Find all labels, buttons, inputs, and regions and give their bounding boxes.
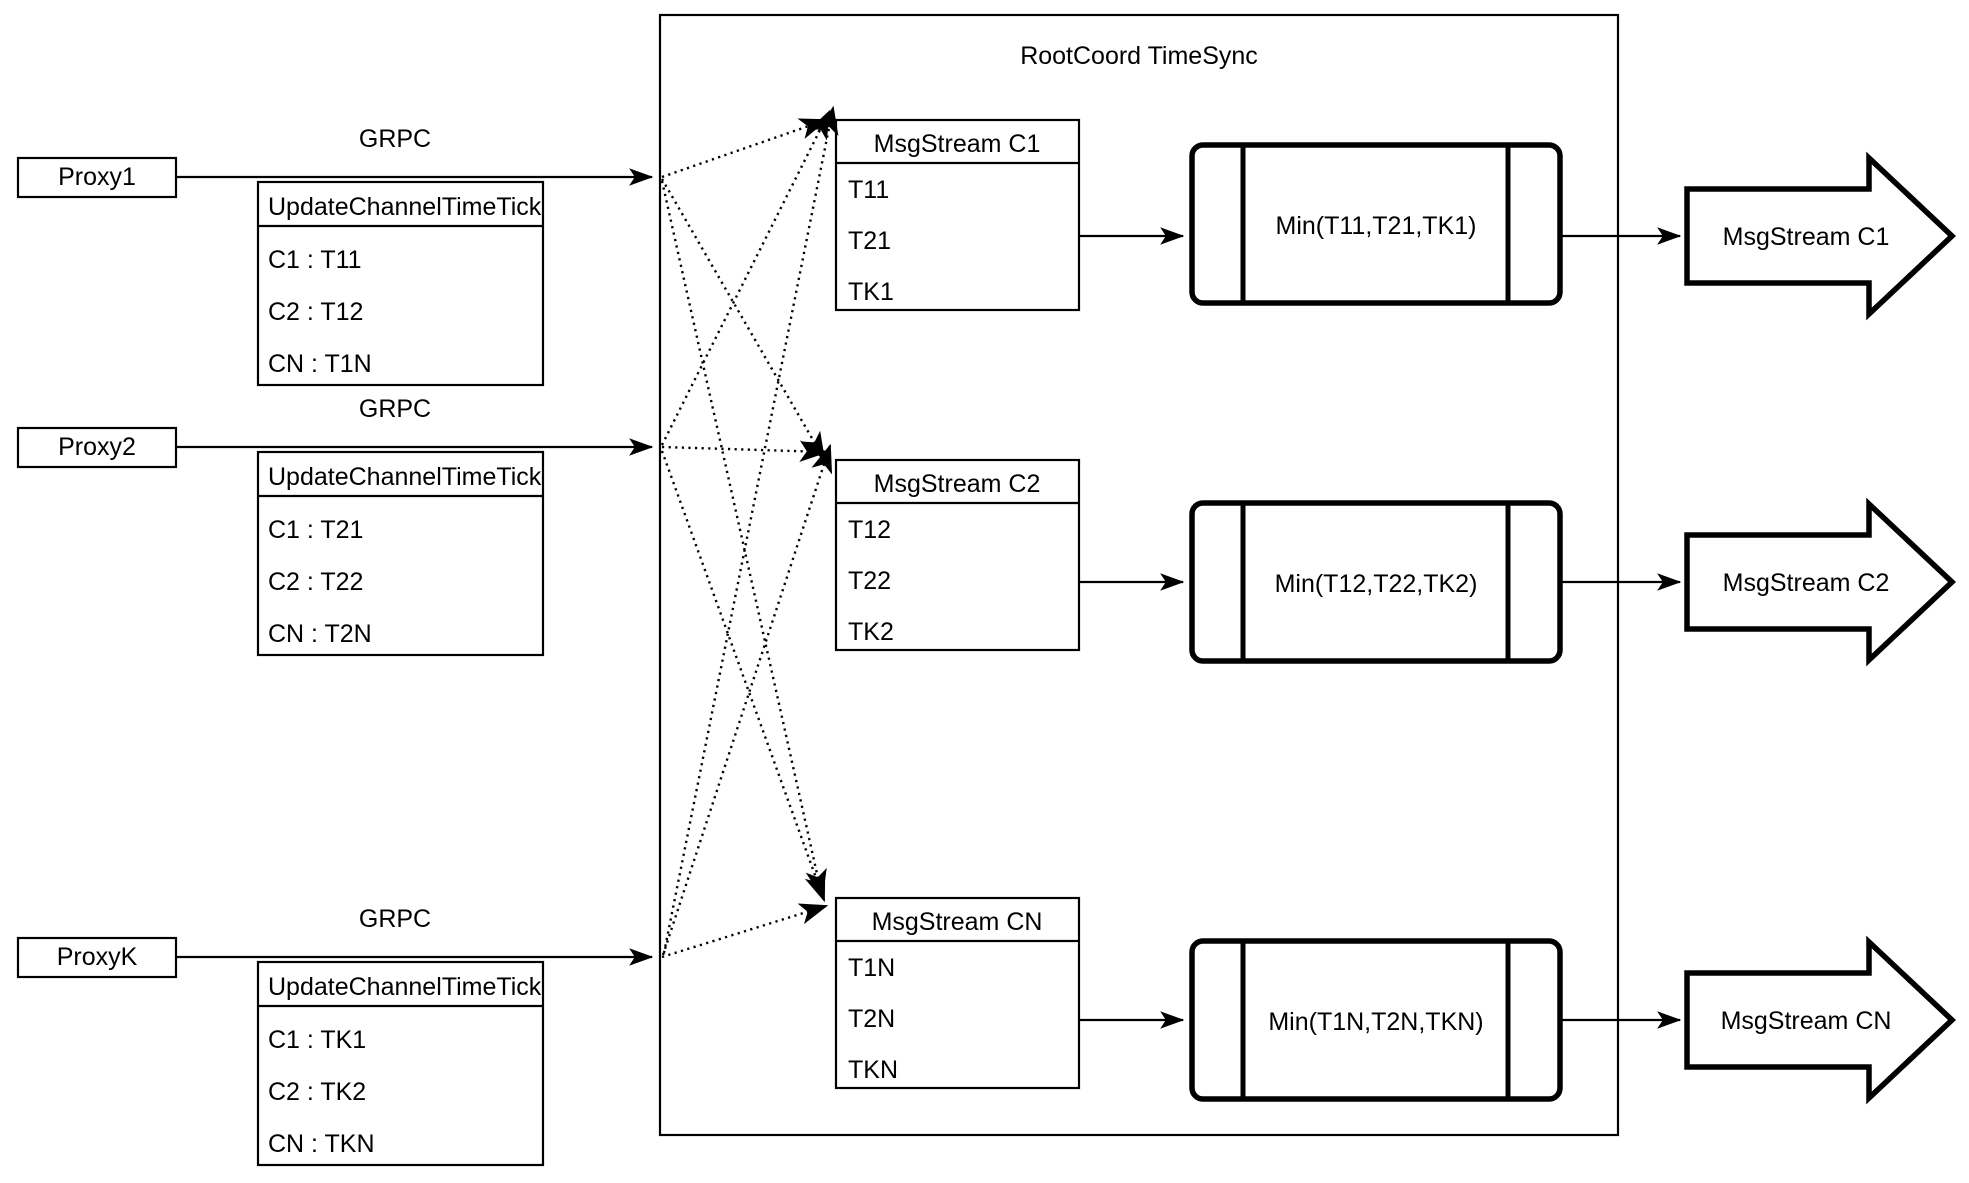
request-entry-0-2: CN : T1N [268, 350, 372, 378]
msgstream-header-0: MsgStream C1 [874, 130, 1041, 158]
request-entry-2-2: CN : TKN [268, 1130, 375, 1158]
request-entry-1-1: C2 : T22 [268, 568, 363, 596]
mesh-link-1-0 [660, 109, 831, 446]
rootcoord-title: RootCoord TimeSync [1020, 42, 1258, 70]
msgstream-entry-2-2: TKN [848, 1056, 898, 1084]
request-entry-2-1: C2 : TK2 [268, 1078, 366, 1106]
request-entry-0-1: C2 : T12 [268, 298, 363, 326]
process-label-0: Min(T11,T21,TK1) [1276, 212, 1477, 240]
msgstream-box-1: MsgStream C2 T12 T22 TK2 [834, 458, 1081, 652]
request-entry-0-0: C1 : T11 [268, 246, 362, 274]
msgstream-header-2: MsgStream CN [872, 908, 1043, 936]
grpc-label-0: GRPC [359, 125, 431, 153]
msgstream-entry-1-0: T12 [848, 516, 891, 544]
msgstream-entry-0-1: T21 [848, 227, 891, 255]
mesh-link-0-0 [661, 118, 829, 179]
mesh-link-0-2 [660, 180, 827, 899]
proxy-box-1[interactable]: Proxy2 [16, 426, 178, 469]
update-channel-timetick-box-0: UpdateChannelTimeTick C1 : T11 C2 : T12 … [256, 180, 545, 387]
proxy-label-1: Proxy2 [58, 433, 136, 461]
output-label-0: MsgStream C1 [1723, 223, 1890, 251]
request-entry-1-0: C1 : T21 [268, 516, 363, 544]
proxy-label-0: Proxy1 [58, 163, 136, 191]
msgstream-box-0: MsgStream C1 T11 T21 TK1 [834, 118, 1081, 312]
output-block-arrow-1: MsgStream C2 [1684, 497, 1957, 667]
output-label-2: MsgStream CN [1721, 1007, 1892, 1035]
request-header-2: UpdateChannelTimeTick [268, 973, 542, 1001]
proxy-box-2[interactable]: ProxyK [16, 936, 178, 979]
proxy-box-0[interactable]: Proxy1 [16, 156, 178, 199]
mesh-link-0-1 [660, 178, 826, 462]
mesh-link-2-2 [661, 903, 829, 959]
msgstream-entry-0-0: T11 [848, 176, 889, 204]
msgstream-entry-1-1: T22 [848, 567, 891, 595]
msgstream-entry-0-2: TK1 [848, 278, 894, 306]
timetick-fanout-mesh [660, 105, 839, 959]
request-entry-1-2: CN : T2N [268, 620, 372, 648]
update-channel-timetick-box-1: UpdateChannelTimeTick C1 : T21 C2 : T22 … [256, 450, 545, 657]
proxy-label-2: ProxyK [57, 943, 138, 971]
rootcoord-container [658, 13, 1620, 1137]
process-box-2: Min(T1N,T2N,TKN) [1189, 938, 1563, 1102]
grpc-label-2: GRPC [359, 905, 431, 933]
mesh-link-1-1 [661, 440, 829, 462]
request-header-1: UpdateChannelTimeTick [268, 463, 542, 491]
mesh-link-1-2 [660, 450, 826, 903]
output-block-arrow-2: MsgStream CN [1684, 935, 1957, 1105]
request-entry-2-0: C1 : TK1 [268, 1026, 366, 1054]
output-block-arrow-0: MsgStream C1 [1684, 151, 1957, 321]
request-header-0: UpdateChannelTimeTick [268, 193, 542, 221]
msgstream-header-1: MsgStream C2 [874, 470, 1041, 498]
msgstream-box-2: MsgStream CN T1N T2N TKN [834, 896, 1081, 1090]
msgstream-entry-2-0: T1N [848, 954, 895, 982]
process-box-0: Min(T11,T21,TK1) [1189, 142, 1563, 306]
process-label-2: Min(T1N,T2N,TKN) [1268, 1008, 1483, 1036]
mesh-link-2-1 [661, 443, 833, 956]
grpc-label-1: GRPC [359, 395, 431, 423]
output-label-1: MsgStream C2 [1723, 569, 1890, 597]
msgstream-entry-1-2: TK2 [848, 618, 894, 646]
process-box-1: Min(T12,T22,TK2) [1189, 500, 1563, 664]
update-channel-timetick-box-2: UpdateChannelTimeTick C1 : TK1 C2 : TK2 … [256, 960, 545, 1167]
mesh-link-2-0 [662, 105, 839, 954]
process-label-1: Min(T12,T22,TK2) [1275, 570, 1478, 598]
msgstream-entry-2-1: T2N [848, 1005, 895, 1033]
